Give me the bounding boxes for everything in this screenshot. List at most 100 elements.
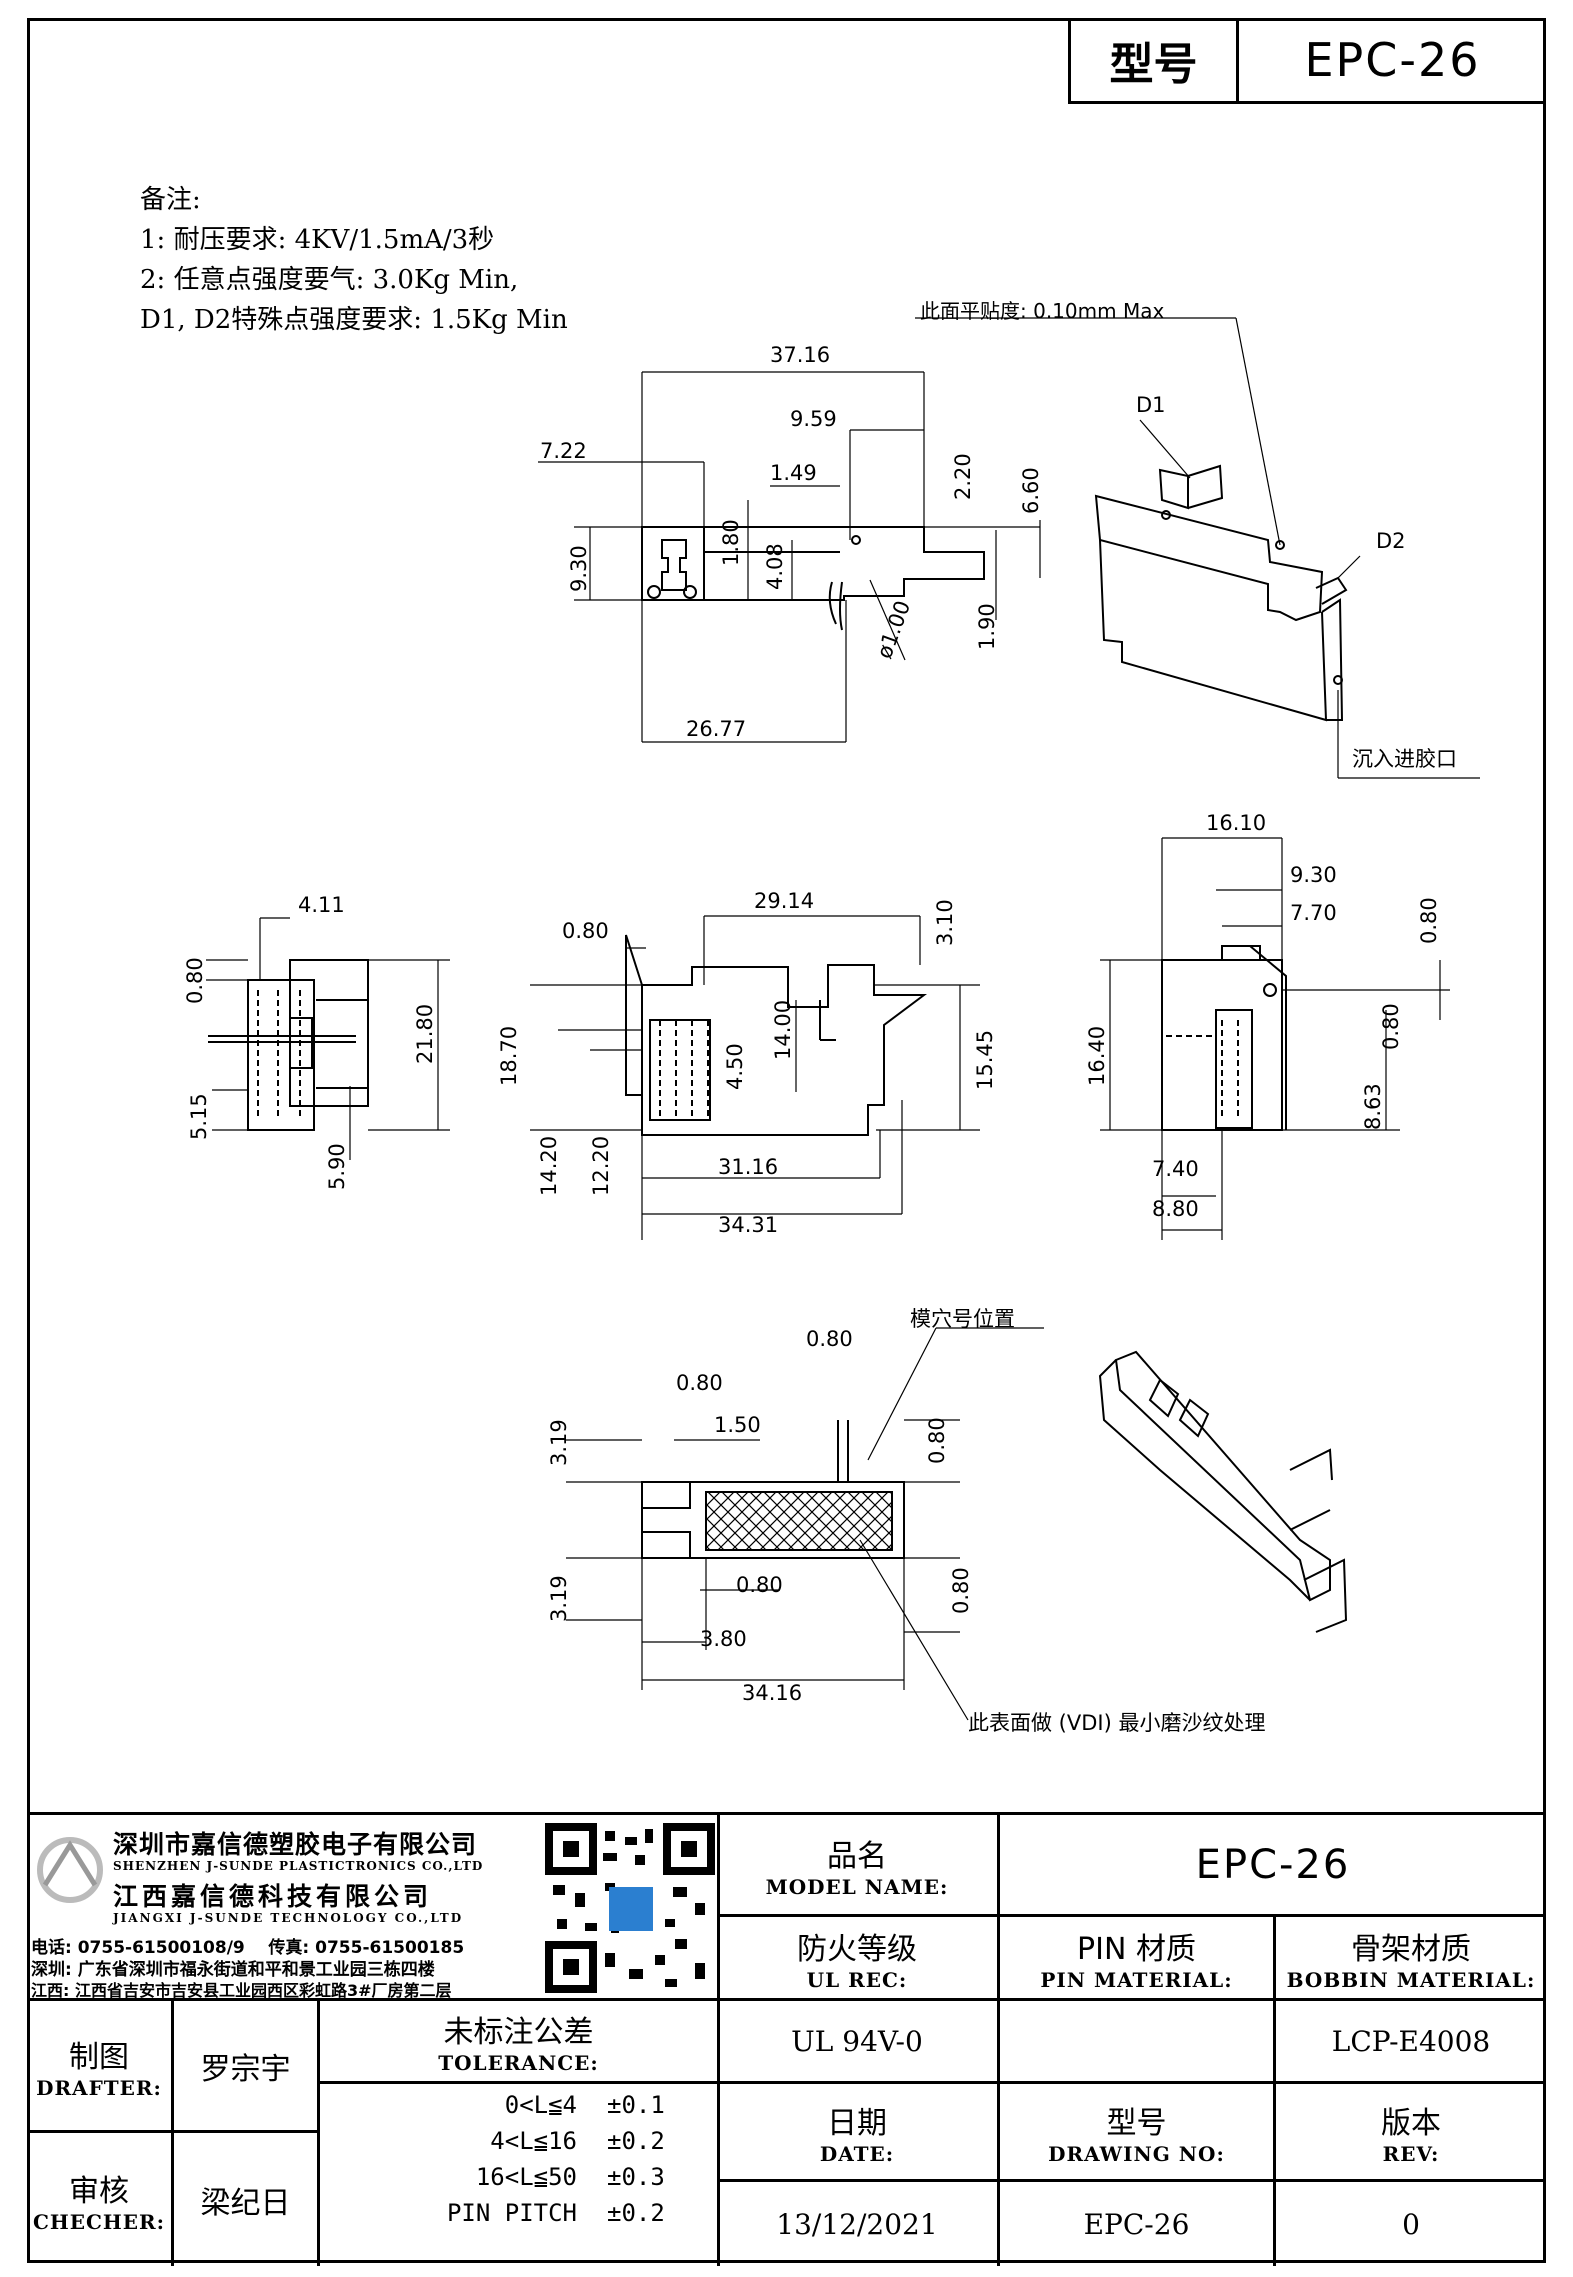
dim-A9: 21.80 (413, 1004, 437, 1064)
dim-A1: 0.80 (562, 919, 609, 943)
model-header-box: 型号 EPC-26 (1068, 18, 1546, 104)
company-name-2-en: JIANGXI J-SUNDE TECHNOLOGY CO.,LTD (113, 1911, 464, 1925)
tolerance-row: PIN PITCH ±0.2 (446, 2199, 665, 2227)
notes-line-2: 2: 任意点强度要气: 3.0Kg Min, (140, 265, 519, 295)
dim-A6: 34.31 (718, 1213, 778, 1237)
notes-line-3: D1, D2特殊点强度要求: 1.5Kg Min (140, 305, 568, 335)
dim-B7: 0.80 (925, 1417, 949, 1464)
dim-S: 16.40 (1085, 1026, 1109, 1086)
dim-R: 8.63 (1361, 1083, 1385, 1130)
company-logo-icon (37, 1837, 103, 1903)
model-header-value: EPC-26 (1304, 32, 1481, 87)
dim-1-80: 1.80 (719, 519, 743, 566)
bottom-view (566, 1327, 1044, 1721)
dim-N: 9.30 (1290, 863, 1337, 887)
dim-V: 15.45 (973, 1030, 997, 1090)
dim-G: 9.30 (567, 545, 591, 592)
cavity-label: 模穴号位置 (910, 1307, 1015, 1331)
dim-C3: 3.19 (547, 1575, 571, 1622)
tolerance-label: 未标注公差 TOLERANCE: (438, 2015, 599, 2075)
dim-C1: 3.80 (700, 1627, 747, 1651)
dim-L: 1.90 (975, 603, 999, 650)
pin-material-value (1000, 2001, 1273, 2081)
dim-K: ø1.00 (872, 597, 915, 661)
tolerance-row: 4<L≦16 ±0.2 (490, 2127, 665, 2155)
drawing-no-label: 型号 DRAWING NO: (1048, 2105, 1225, 2166)
dim-M: 16.10 (1206, 811, 1266, 835)
dim-O: 0.80 (1417, 897, 1441, 944)
dim-B6: 1.50 (714, 1413, 761, 1437)
notes-block: 备注: 1: 耐压要求: 4KV/1.5mA/3秒 2: 任意点强度要气: 3.0K… (140, 180, 568, 340)
dim-Y: 14.00 (771, 1000, 795, 1060)
tolerance-table: 0<L≦4 ±0.1 4<L≦16 ±0.2 16<L≦50 ±0.3 PIN … (387, 2087, 707, 2263)
dim-B3: 3.19 (547, 1419, 571, 1466)
company-address-jiangxi: 江西: 江西省吉安市吉安县工业园西区彩虹路3#厂房第二层 (31, 1981, 452, 2000)
date-label: 日期 DATE: (819, 2105, 895, 2166)
dim-A: 37.16 (770, 343, 830, 367)
notes-title: 备注: (140, 185, 201, 215)
bobbin-material-value: LCP-E4008 (1331, 2024, 1491, 2058)
dim-C: 6.60 (1019, 467, 1043, 514)
dim-W: 3.10 (933, 899, 957, 946)
drawing-no-value: EPC-26 (1083, 2207, 1190, 2241)
checker-label: 审核 CHECHER: (32, 2173, 166, 2234)
drafter-label: 制图 DRAFTER: (36, 2039, 162, 2100)
top-view (538, 371, 1041, 743)
flatness-note: 此面平贴度: 0.10mm Max (920, 299, 1164, 323)
drawing-frame (27, 18, 1546, 2263)
rev-label: 版本 REV: (1381, 2105, 1441, 2166)
model-name-label: 品名 MODEL NAME: (765, 1838, 949, 1899)
rev-value: 0 (1402, 2207, 1420, 2241)
iso-view-bottom (1098, 1350, 1348, 1633)
dim-B4: 0.80 (676, 1371, 723, 1395)
technical-drawing: 37.16 9.59 7.22 1.49 2.20 6.60 9.30 1.80… (183, 299, 1480, 1735)
bobbin-material-label: 骨架材质 BOBBIN MATERIAL: (1286, 1931, 1536, 1992)
pin-material-label: PIN 材质 PIN MATERIAL: (1040, 1931, 1233, 1992)
notes-line-1: 1: 耐压要求: 4KV/1.5mA/3秒 (140, 225, 495, 255)
tolerance-row: 0<L≦4 ±0.1 (504, 2091, 665, 2119)
d1-label: D1 (1136, 393, 1166, 417)
checker-value: 梁纪日 (200, 2185, 291, 2221)
dim-U: 8.80 (1152, 1197, 1199, 1221)
dim-A5: 31.16 (718, 1155, 778, 1179)
d2-label: D2 (1376, 529, 1406, 553)
company-name-1: 深圳市嘉信德塑胶电子有限公司 (113, 1830, 478, 1859)
dim-T: 7.40 (1152, 1157, 1199, 1181)
dim-J: 26.77 (686, 717, 746, 741)
dim-B9: 0.80 (736, 1573, 783, 1597)
end-view-small (206, 917, 450, 1160)
dim-Q: 0.80 (1379, 1003, 1403, 1050)
dim-I: 4.08 (763, 543, 787, 590)
dim-C2: 34.16 (742, 1681, 802, 1705)
qr-code-icon (545, 1823, 715, 1993)
dim-F: 7.22 (540, 439, 587, 463)
dim-B1: 5.90 (325, 1143, 349, 1190)
dim-B: 2.20 (951, 453, 975, 500)
dim-A4: 12.20 (589, 1136, 613, 1196)
side-view (1100, 837, 1450, 1240)
ul-rec-value: UL 94V-0 (791, 2024, 923, 2058)
company-address-shenzhen: 深圳: 广东省深圳市福永街道和平和景工业园三栋四楼 (31, 1960, 435, 1980)
dim-B8: 0.80 (949, 1567, 973, 1614)
company-name-2: 江西嘉信德科技有限公司 (113, 1882, 433, 1911)
dim-B5: 0.80 (806, 1327, 853, 1351)
dim-X: 29.14 (754, 889, 814, 913)
tolerance-row: 16<L≦50 ±0.3 (475, 2163, 665, 2191)
model-name-value: EPC-26 (1195, 1841, 1351, 1888)
drafter-value: 罗宗宇 (200, 2051, 291, 2087)
vdi-label: 此表面做 (VDI) 最小磨沙纹处理 (968, 1711, 1265, 1735)
ul-rec-label: 防火等级 UL REC: (797, 1931, 917, 1992)
dim-A3: 14.20 (537, 1136, 561, 1196)
dim-D: 1.49 (770, 461, 817, 485)
company-phone: 电话: 0755-61500108/9 传真: 0755-61500185 (31, 1938, 465, 1958)
dim-E: 9.59 (790, 407, 837, 431)
front-view (530, 915, 980, 1240)
dim-Z: 4.50 (723, 1043, 747, 1090)
dim-A7: 4.11 (298, 893, 345, 917)
date-value: 13/12/2021 (776, 2207, 938, 2241)
company-name-1-en: SHENZHEN J-SUNDE PLASTICTRONICS CO.,LTD (113, 1859, 484, 1873)
iso-view-top (915, 317, 1480, 779)
title-block: 深圳市嘉信德塑胶电子有限公司 SHENZHEN J-SUNDE PLASTICT… (27, 1812, 1546, 2266)
dim-A8: 0.80 (183, 957, 207, 1004)
company-block: 深圳市嘉信德塑胶电子有限公司 SHENZHEN J-SUNDE PLASTICT… (27, 1815, 727, 2000)
